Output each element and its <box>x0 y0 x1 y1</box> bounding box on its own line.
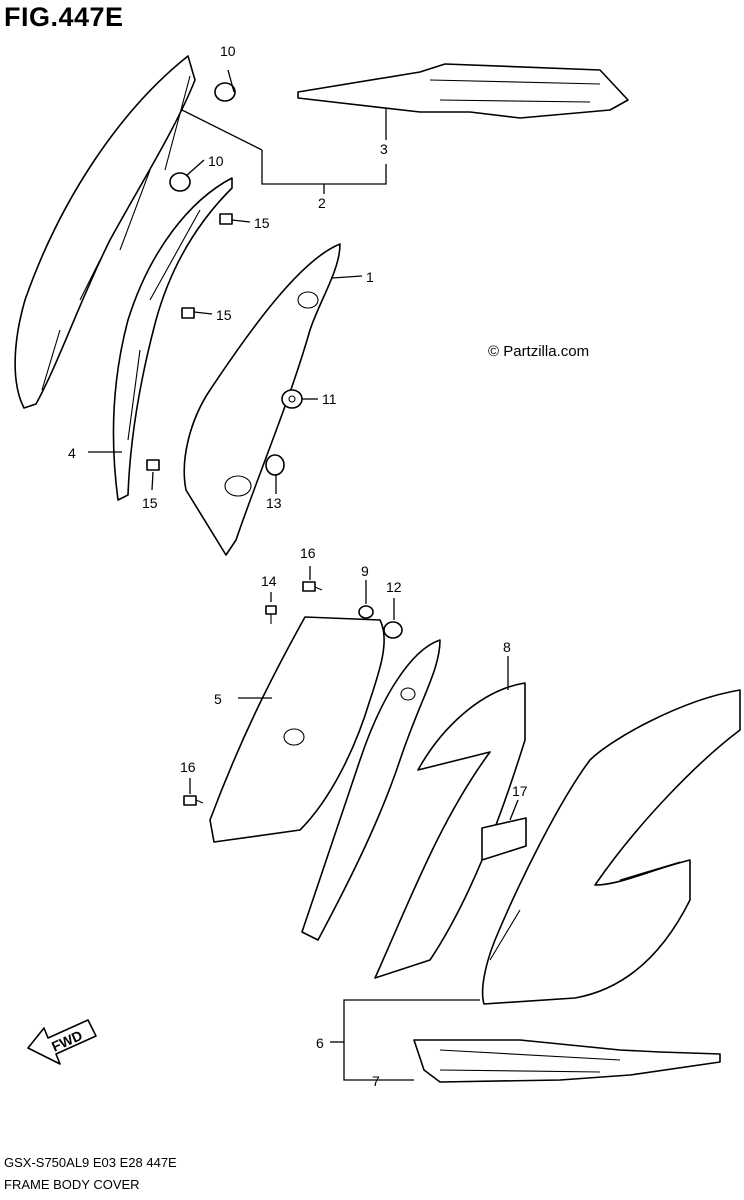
part-7-decal-lower[interactable] <box>413 1039 721 1083</box>
part-5-lower-frame-cover[interactable] <box>209 616 441 941</box>
part-10-grommet-b[interactable] <box>169 172 191 192</box>
callout-15-top: 15 <box>254 215 270 231</box>
footer-part-name: FRAME BODY COVER <box>4 1177 140 1192</box>
fwd-arrow-icon: FWD <box>27 1019 97 1065</box>
part-15-clip-b[interactable] <box>181 307 195 319</box>
part-12-spacer[interactable] <box>383 621 403 639</box>
callout-10-mid: 10 <box>208 153 224 169</box>
callout-10-top: 10 <box>220 43 236 59</box>
callout-labels: 10 10 3 2 15 1 15 11 4 15 13 16 9 14 12 … <box>68 43 528 1089</box>
callout-8: 8 <box>503 639 511 655</box>
part-4-inner-cover[interactable] <box>112 177 233 501</box>
part-17-emblem[interactable] <box>481 817 527 861</box>
part-3-decal-upper[interactable] <box>297 63 629 119</box>
part-15-clip-c[interactable] <box>146 459 160 471</box>
part-16-screw-b[interactable] <box>183 795 204 806</box>
callout-9: 9 <box>361 563 369 579</box>
part-16-screw-a[interactable] <box>302 581 323 592</box>
fwd-label: FWD <box>49 1027 85 1055</box>
callout-15-bottom: 15 <box>142 495 158 511</box>
part-15-clip-a[interactable] <box>219 213 233 225</box>
part-9-bolt[interactable] <box>358 605 374 619</box>
part-14-screw[interactable] <box>265 605 277 624</box>
callout-2: 2 <box>318 195 326 211</box>
callout-4: 4 <box>68 445 76 461</box>
figure-title: FIG.447E <box>4 2 124 32</box>
callout-11: 11 <box>322 391 337 407</box>
footer-model-code: GSX-S750AL9 E03 E28 447E <box>4 1155 177 1170</box>
callout-12: 12 <box>386 579 402 595</box>
callout-1: 1 <box>366 269 374 285</box>
callout-5: 5 <box>214 691 222 707</box>
part-11-grommet[interactable] <box>281 389 303 409</box>
callout-14: 14 <box>261 573 277 589</box>
callout-7: 7 <box>372 1073 380 1089</box>
callout-15-mid: 15 <box>216 307 232 323</box>
part-2-upper-cover[interactable] <box>14 55 196 409</box>
part-13-cushion[interactable] <box>265 454 285 476</box>
callout-6: 6 <box>316 1035 324 1051</box>
callout-16-top: 16 <box>300 545 316 561</box>
leader-lines <box>88 69 519 1081</box>
callout-17: 17 <box>512 783 528 799</box>
copyright-notice: © Partzilla.com <box>488 343 590 360</box>
callout-16-bottom: 16 <box>180 759 196 775</box>
part-6-outer-cover[interactable] <box>481 689 741 1005</box>
part-10-grommet-a[interactable] <box>214 82 236 102</box>
callout-13: 13 <box>266 495 282 511</box>
part-1-frame-cover[interactable] <box>183 243 341 556</box>
callout-3: 3 <box>380 141 388 157</box>
